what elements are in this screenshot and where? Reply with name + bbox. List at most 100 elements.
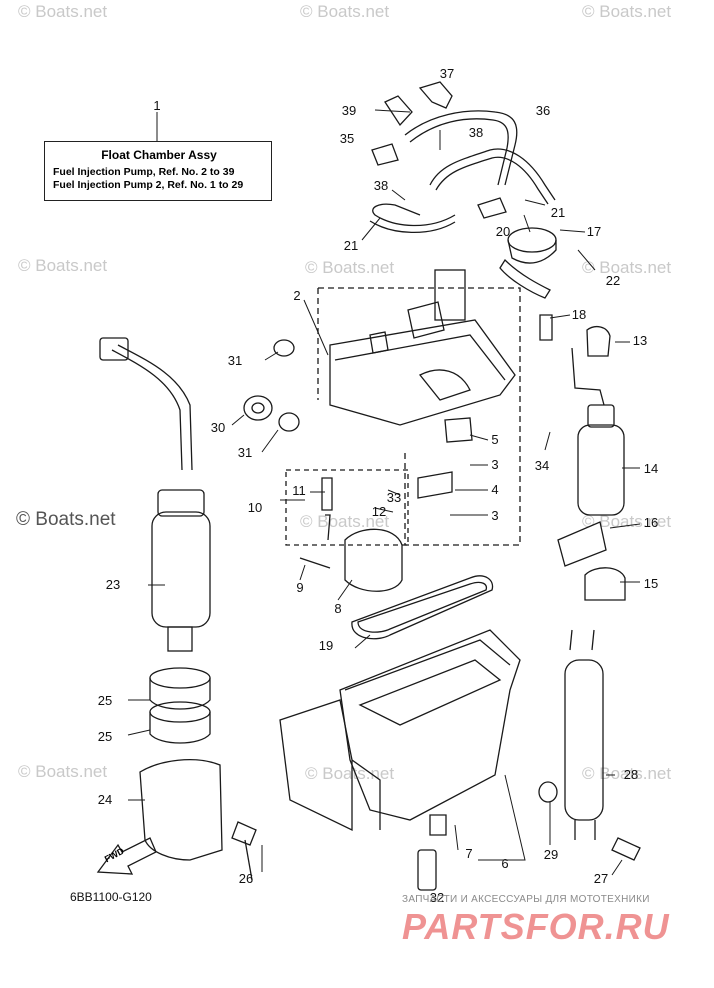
hose-nipple (369, 331, 389, 354)
watermark: © Boats.net (305, 258, 395, 277)
fuel-pump-14 (577, 424, 625, 516)
bolt-26 (231, 821, 257, 846)
needle-valve-11 (325, 514, 331, 541)
grommet-30 (243, 395, 273, 421)
bracket-24 (139, 759, 223, 861)
callout: 21 (550, 205, 566, 220)
bracket-flange (351, 759, 381, 830)
plate-4 (417, 471, 453, 499)
clip-39 (384, 95, 413, 127)
hose-32 (417, 849, 437, 891)
bracket-22 (499, 258, 551, 299)
subassembly-outline-dashed (285, 469, 409, 546)
callout: 30 (210, 420, 226, 435)
callout: 16 (643, 515, 659, 530)
fuel-hose-36 (409, 118, 509, 186)
fuel-hose-38 (435, 156, 549, 205)
fuel-pump-14-top (587, 404, 615, 428)
filter-15 (584, 567, 626, 601)
callout: 19 (318, 638, 334, 653)
callout: 39 (341, 103, 357, 118)
callout: 5 (491, 432, 499, 447)
vapor-separator-28 (574, 820, 596, 840)
float-chamber-cover (334, 334, 506, 381)
callout: 25 (97, 693, 113, 708)
callout: 32 (429, 890, 445, 905)
bolt-18 (539, 314, 553, 341)
info-box: Float Chamber Assy Fuel Injection Pump, … (44, 141, 272, 201)
bolt-26 (244, 839, 253, 881)
callout: 25 (97, 729, 113, 744)
fuel-hose-36 (404, 110, 518, 186)
joint-20 (477, 197, 507, 219)
pump-top-body (434, 269, 466, 321)
callout: 26 (238, 871, 254, 886)
info-box-line: Fuel Injection Pump, Ref. No. 2 to 39 (53, 166, 235, 178)
plate-5 (444, 417, 473, 443)
fwd-arrow (96, 837, 157, 875)
pump-14-wire (571, 347, 605, 406)
fuel-pump-23-outlet (167, 626, 193, 652)
band-25 (149, 667, 211, 689)
diagram-code: 6BB1100-G120 (70, 890, 152, 904)
callout: 27 (593, 871, 609, 886)
float-8 (344, 528, 403, 592)
vapor-separator-28 (569, 629, 595, 651)
callout: 33 (386, 490, 402, 505)
fuel-hose-38 (429, 148, 556, 201)
float-bracket (418, 369, 471, 401)
callout: 15 (643, 576, 659, 591)
pressure-regulator-17 (507, 227, 557, 253)
assembly-outline-dashed (318, 287, 521, 546)
grommet-30 (251, 402, 265, 414)
callout: 6 (501, 856, 509, 871)
callout: 36 (535, 103, 551, 118)
callout: 2 (293, 288, 301, 303)
watermark: © Boats.net (16, 509, 116, 530)
site-tagline: ЗАПЧАСТИ И АКСЕССУАРЫ ДЛЯ МОТОТЕХНИКИ (402, 894, 650, 905)
callout: 7 (465, 846, 473, 861)
float-pin-9 (299, 557, 331, 569)
drain-screw-7 (429, 814, 447, 836)
fuel-pump-23-cap (157, 489, 205, 517)
float-chamber-cover (329, 319, 516, 426)
callout-1: 1 (153, 98, 161, 113)
callout: 14 (643, 461, 659, 476)
callout: 28 (623, 767, 639, 782)
callout: 31 (237, 445, 253, 460)
cushion-13 (586, 325, 611, 357)
fuel-hose-21 (369, 220, 456, 234)
needle-valve-11 (321, 477, 333, 511)
vapor-separator-28 (564, 659, 604, 821)
fuel-pump-23 (151, 511, 211, 628)
filter-16 (557, 521, 607, 567)
watermark: © Boats.net (18, 2, 108, 21)
callout: 23 (105, 577, 121, 592)
callout: 29 (543, 847, 559, 862)
clip-37 (418, 81, 453, 109)
callout: 35 (339, 131, 355, 146)
callout: 38 (373, 178, 389, 193)
callout: 24 (97, 792, 113, 807)
grommet-31 (273, 339, 295, 357)
callout: 21 (343, 238, 359, 253)
watermark: © Boats.net (18, 762, 108, 781)
wire-connector (99, 337, 129, 361)
watermark: © Boats.net (582, 764, 672, 783)
hose-joint-35 (371, 143, 399, 166)
leader-line (127, 109, 641, 876)
float-chamber-6 (344, 639, 511, 691)
gasket-19 (351, 575, 494, 640)
callout: 34 (534, 458, 550, 473)
callout: 3 (491, 457, 499, 472)
watermark: © Boats.net (18, 256, 108, 275)
watermark: © Boats.net (582, 258, 672, 277)
callout: 22 (605, 273, 621, 288)
grommet-29 (538, 781, 558, 803)
float-chamber-6 (358, 659, 502, 726)
band-25 (149, 712, 211, 744)
injector-connector (407, 301, 445, 339)
pump-wire (111, 349, 183, 471)
callout: 4 (491, 482, 499, 497)
